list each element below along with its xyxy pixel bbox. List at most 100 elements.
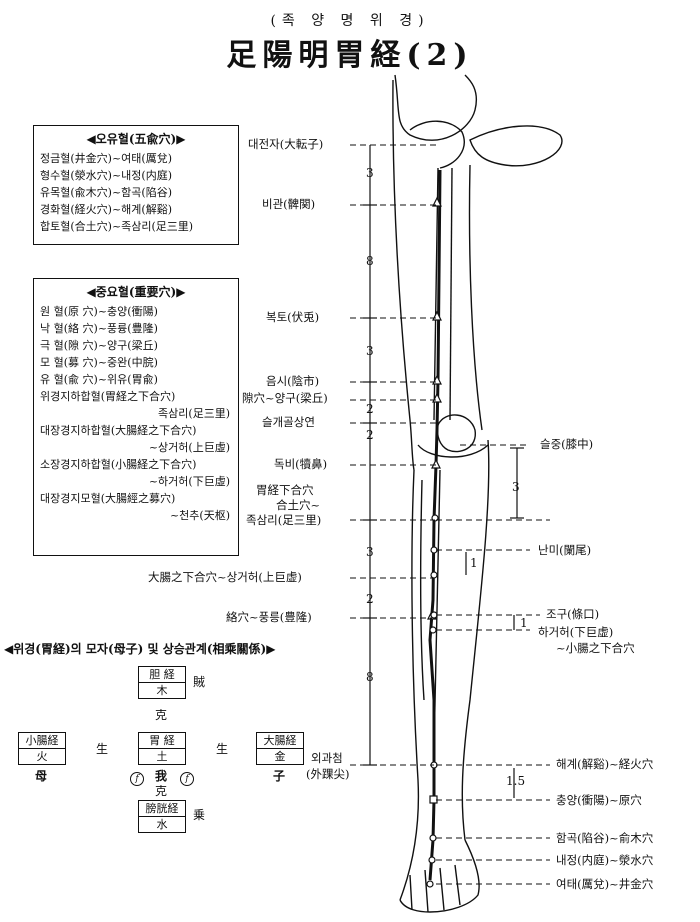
important-box: ◀중요혈(重要穴)▶ 원 혈(原 穴)~충양(衝陽) 낙 혈(絡 穴)~풍륭(豊… <box>33 278 239 556</box>
self-label: 我 <box>155 769 168 783</box>
pelvis-outline <box>394 74 477 141</box>
label-joksamri: 족삼리(足三里) <box>246 513 322 527</box>
cell-element: 火 <box>36 750 48 763</box>
wu-shu-header: ◀오유혈(五兪穴)▶ <box>86 132 186 146</box>
femur-shaft <box>433 167 439 421</box>
measure-num: 8 <box>366 254 374 268</box>
label-hageo2: ~小腸之下合穴 <box>556 641 635 655</box>
title-korean: (족 양 명 위 경) <box>270 13 430 29</box>
wu-shu-row: 유목혈(兪木穴)~함곡(陷谷) <box>40 186 172 199</box>
label-dajeonja: 대전자(大転子) <box>248 137 324 151</box>
measure-num: 2 <box>366 402 374 416</box>
point-sanggeo <box>430 571 438 579</box>
cell-name: 胆 経 <box>139 667 185 683</box>
point-yeotae <box>426 880 434 888</box>
important-row: ~상거허(上巨虛) <box>148 441 230 454</box>
measure-num: 1 <box>470 556 478 570</box>
important-row: ~천추(天枢) <box>169 509 230 522</box>
circle-left: f <box>130 766 144 786</box>
point-hamgok <box>429 834 437 842</box>
measure-num: 1.5 <box>506 774 526 788</box>
label-eumsi: 음시(陰市) <box>266 374 320 388</box>
thigh-inner <box>468 164 483 431</box>
circle-right: f <box>180 766 194 786</box>
label-chungyang: 충양(衝陽)~原穴 <box>556 793 642 807</box>
sheng-left: 生 <box>96 742 109 756</box>
label-yeotae: 여태(厲兌)~井金穴 <box>556 877 654 891</box>
gallbladder-cell: 胆 経 木 <box>138 666 186 699</box>
large-intestine-cell: 大腸経 金 <box>256 732 304 765</box>
label-seuljung: 슬중(膝中) <box>540 437 594 451</box>
cheng-label: 乗 <box>193 808 206 822</box>
important-row: 위경지하합혈(胃経之下合穴) <box>40 390 176 403</box>
cell-element: 木 <box>156 684 168 697</box>
label-hamgok: 함곡(陷谷)~俞木穴 <box>556 831 654 845</box>
bladder-cell: 膀胱経 水 <box>138 800 186 833</box>
important-row: 극 혈(隙 穴)~양구(梁丘) <box>40 339 158 352</box>
point-chungyang <box>429 795 438 804</box>
important-header: ◀중요혈(重要穴)▶ <box>86 285 186 299</box>
label-pungryung: 絡穴~풍릉(豊隆) <box>226 610 312 624</box>
sheng-right: 生 <box>216 742 229 756</box>
wu-shu-box: ◀오유혈(五兪穴)▶ 정금혈(井金穴)~여태(厲兌) 형수혈(滎水穴)~내정(内… <box>33 125 239 245</box>
cell-name: 膀胱経 <box>139 801 185 817</box>
measure-num: 3 <box>366 545 374 559</box>
label-seulgae: 슬개골상연 <box>262 415 315 429</box>
measure-num: 2 <box>366 428 374 442</box>
important-row: 대장경지모혈(大腸經之募穴) <box>40 492 176 505</box>
label-sanggeo: 大腸之下合穴~상거허(上巨虚) <box>148 570 302 584</box>
femur-shaft <box>449 167 453 421</box>
label-xiahe1: 胃経下合穴 <box>256 483 314 497</box>
toes <box>409 864 461 913</box>
important-row: ~하거허(下巨虛) <box>148 475 230 488</box>
measure-num: 1 <box>520 616 528 630</box>
measure-num: 3 <box>512 480 520 494</box>
mother-label: 母 <box>35 769 48 783</box>
label-yanggu: 隙穴~양구(梁丘) <box>242 391 328 405</box>
small-intestine-cell: 小腸経 火 <box>18 732 66 765</box>
point-naejeong <box>428 856 436 864</box>
leg-outer <box>399 469 420 901</box>
meridian-line <box>428 169 442 881</box>
cell-element: 金 <box>274 750 286 763</box>
ke-label: 克 <box>155 708 168 722</box>
pelvis-bone <box>469 125 563 167</box>
measure-num: 3 <box>366 166 374 180</box>
measure-num: 3 <box>366 344 374 358</box>
foot-outline <box>399 839 480 913</box>
label-bigwan: 비관(髀関) <box>262 197 316 211</box>
leg-inner <box>461 439 490 841</box>
label-jogu: 조구(條口) <box>546 607 600 621</box>
important-row: 소장경지하합혈(小腸経之下合穴) <box>40 458 197 471</box>
cell-name: 小腸経 <box>19 733 65 749</box>
important-row: 유 혈(兪 穴)~위유(胃兪) <box>40 373 158 386</box>
label-hageo1: 하거허(下巨虚) <box>538 625 614 639</box>
measure-num: 8 <box>366 670 374 684</box>
zei-label: 賊 <box>193 675 206 689</box>
label-oegwa2: (外踝尖) <box>306 767 350 781</box>
cell-element: 水 <box>156 818 168 831</box>
important-row: 족삼리(足三里) <box>158 407 230 420</box>
fibula <box>419 479 425 701</box>
wu-shu-row: 형수혈(滎水穴)~내정(内庭) <box>40 169 172 182</box>
important-row: 낙 혈(絡 穴)~풍륭(豊隆) <box>40 322 158 335</box>
ke-bottom-label: 克 <box>155 784 168 798</box>
point-bigwan <box>432 196 442 207</box>
cell-name: 大腸経 <box>257 733 303 749</box>
femur-head <box>409 120 465 169</box>
thigh-outer <box>392 79 415 471</box>
cell-element: 土 <box>156 750 168 763</box>
label-nanmi: 난미(闌尾) <box>538 543 592 557</box>
wu-shu-row: 경화혈(経火穴)~해계(解谿) <box>40 203 172 216</box>
relations-header: ◀위경(胃経)의 모자(母子) 및 상승관계(相乘關係)▶ <box>4 642 276 656</box>
label-naejeong: 내정(内庭)~滎水穴 <box>556 853 654 867</box>
measure-num: 2 <box>366 592 374 606</box>
important-row: 모 혈(募 穴)~중완(中脘) <box>40 356 158 369</box>
point-dokbi <box>431 458 441 469</box>
title-main: 足陽明胃経(2) <box>226 38 474 73</box>
cell-name: 胃 経 <box>139 733 185 749</box>
label-haegye: 해계(解谿)~経火穴 <box>556 757 654 771</box>
point-hageo <box>429 626 437 634</box>
wu-shu-row: 합토혈(合土穴)~족삼리(足三里) <box>40 220 194 233</box>
